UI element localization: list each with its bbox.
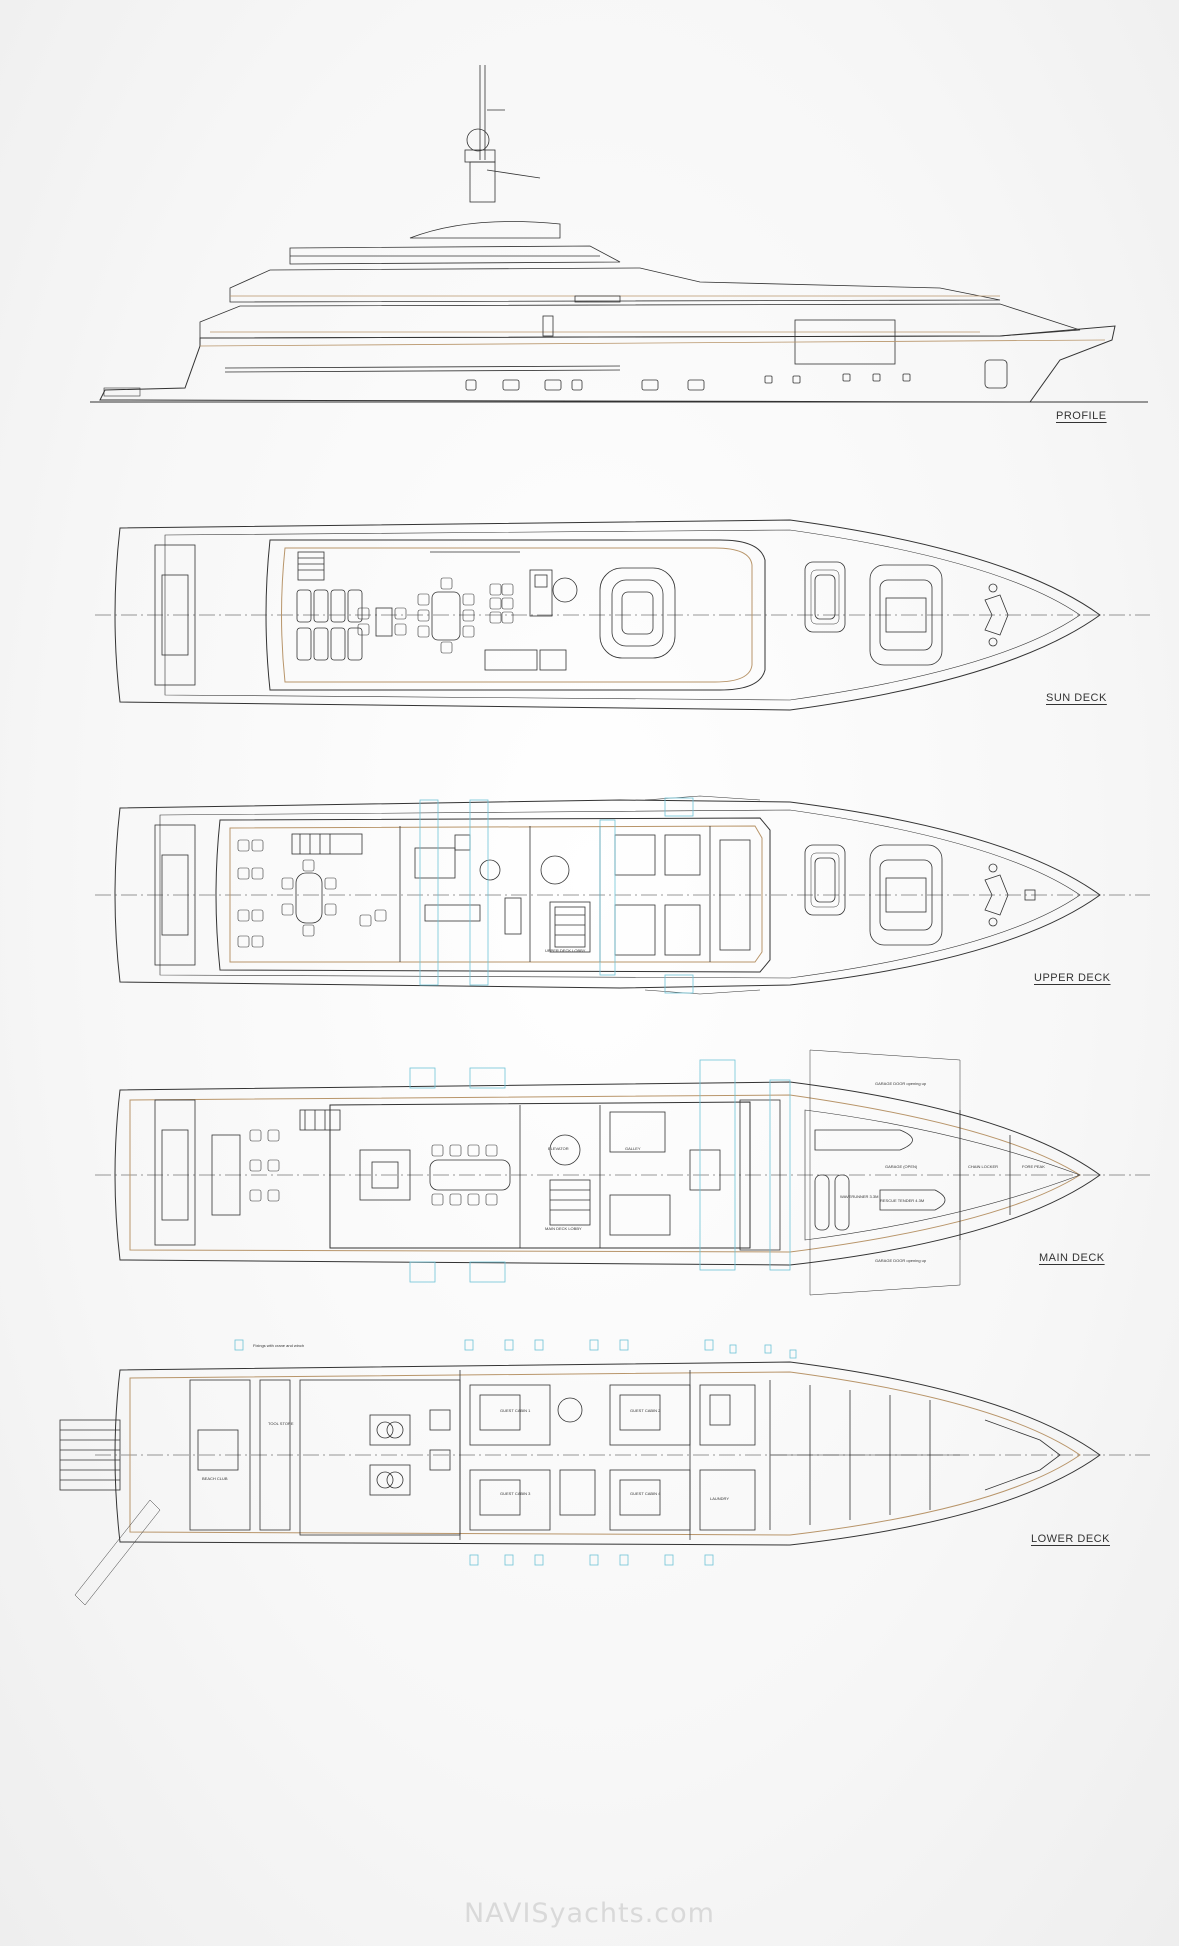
- sun-deck-plan: [95, 519, 1150, 711]
- deck-label-profile: PROFILE: [1056, 410, 1107, 422]
- upper-deck-lobby-label: UPPER DECK LOBBY: [545, 948, 586, 953]
- watermark-text: NAVISyachts.com: [464, 1898, 715, 1929]
- profile-view: [90, 65, 1148, 403]
- fixings-note: Fixings with crane and winch: [253, 1343, 304, 1348]
- chain-locker-label: CHAIN LOCKER: [968, 1164, 998, 1169]
- garage-door-bottom-label: GARAGE DOOR opening up: [875, 1258, 927, 1263]
- deck-label-sun-deck: SUN DECK: [1046, 692, 1107, 704]
- main-deck-lobby-label: MAIN DECK LOBBY: [545, 1226, 582, 1231]
- rescue-tender-label: RESCUE TENDER 4.3M: [880, 1198, 924, 1203]
- deck-label-upper-deck: UPPER DECK: [1034, 972, 1111, 984]
- galley-label: GALLEY: [625, 1146, 641, 1151]
- guest-cabin-1-label: GUEST CABIN 1: [500, 1408, 531, 1413]
- upper-deck-plan: [95, 795, 1150, 995]
- elevator-label: ELEVATOR: [548, 1146, 569, 1151]
- tool-store-label: TOOL STORE: [268, 1421, 294, 1426]
- guest-cabin-4-label: GUEST CABIN 4: [630, 1491, 661, 1496]
- waverunner-label: WAVERUNNER 3.3M: [840, 1194, 878, 1199]
- deck-label-lower-deck: LOWER DECK: [1031, 1533, 1110, 1545]
- lower-deck-plan: [59, 1339, 1150, 1606]
- laundry-label: LAUNDRY: [710, 1496, 729, 1501]
- guest-cabin-3-label: GUEST CABIN 3: [500, 1491, 531, 1496]
- garage-label: GARAGE (OPEN): [885, 1164, 918, 1169]
- room-labels: GARAGE DOOR opening up GARAGE DOOR openi…: [202, 948, 1045, 1501]
- deck-label-main-deck: MAIN DECK: [1039, 1252, 1105, 1264]
- garage-door-top-label: GARAGE DOOR opening up: [875, 1081, 927, 1086]
- beach-club-label: BEACH CLUB: [202, 1476, 228, 1481]
- fore-peak-label: FORE PEAK: [1022, 1164, 1045, 1169]
- main-deck-plan: [95, 1049, 1150, 1296]
- profile-windows: [465, 373, 911, 391]
- guest-cabin-2-label: GUEST CABIN 2: [630, 1408, 661, 1413]
